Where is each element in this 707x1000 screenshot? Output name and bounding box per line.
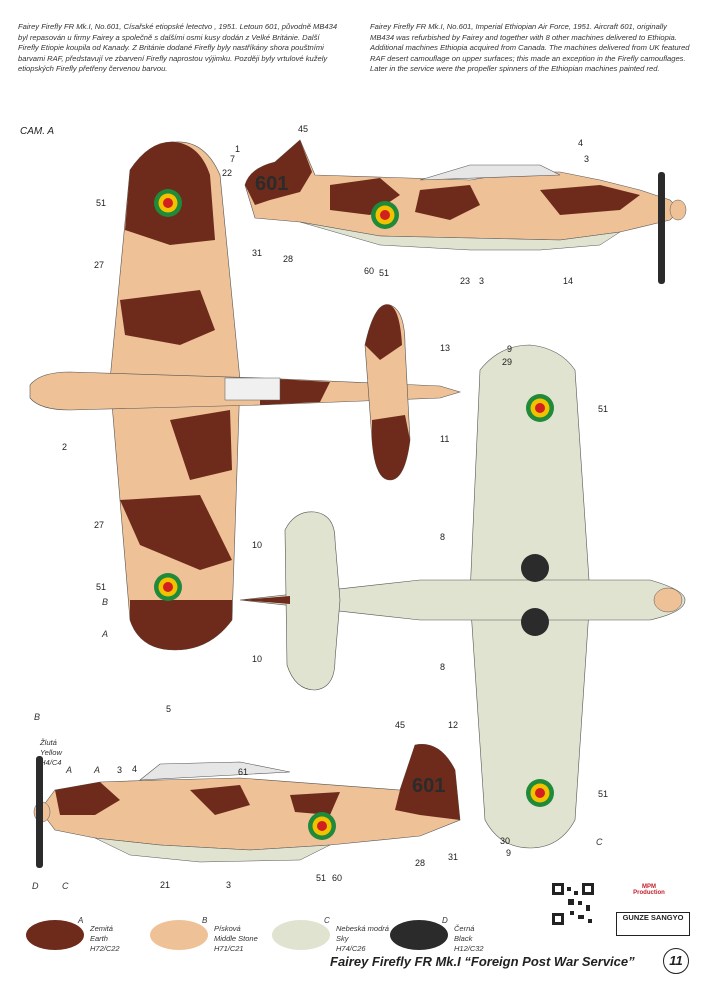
callout: C: [62, 881, 69, 891]
callout: 14: [563, 276, 573, 286]
callout: 61: [238, 767, 248, 777]
callout: 28: [283, 254, 293, 264]
callout: 3: [584, 154, 589, 164]
callout: D: [32, 881, 39, 891]
callout: 2: [62, 442, 67, 452]
callout: 3: [479, 276, 484, 286]
roundel-upper-wing-2: [154, 573, 182, 601]
callout: 29: [502, 357, 512, 367]
callout: 4: [132, 764, 137, 774]
camouflage-label: CAM. A: [20, 126, 55, 137]
callout: 8: [440, 532, 445, 542]
swatch-middle-stone: [150, 920, 208, 950]
roundel-top-side: [371, 201, 399, 229]
side-view-bottom: 601: [33, 743, 461, 868]
qr-code: [552, 883, 594, 925]
callout: 51: [598, 789, 608, 799]
callout: 45: [395, 720, 405, 730]
side-view-top: 601: [244, 139, 687, 284]
callout: A: [65, 765, 72, 775]
callout: 31: [252, 248, 262, 258]
callouts-bottom-side: B A A 3 4 5 61 45 12 21 3 51 60 28 31 D …: [32, 704, 458, 891]
callout: 60: [364, 266, 374, 276]
callouts-upper-plan: 51 27 2 27 51 B A 13 11: [62, 198, 450, 639]
callout: 9: [506, 848, 511, 858]
callout: 11: [440, 434, 449, 444]
callouts-lower-plan: 9 29 51 10 8 10 8 51 30 9 C: [252, 344, 608, 858]
callout: 21: [160, 880, 170, 890]
callout: 12: [448, 720, 458, 730]
callout: B: [102, 597, 108, 607]
callout: 23: [460, 276, 470, 286]
intro-text-english: Fairey Firefly FR Mk.I, No.601, Imperial…: [370, 22, 690, 73]
callout: 51: [598, 404, 608, 414]
callout: 22: [222, 168, 232, 178]
mpm-logo: MPM Production: [633, 884, 665, 896]
callout: A: [93, 765, 100, 775]
callout: A: [101, 629, 108, 639]
callout: 4: [578, 138, 583, 148]
callout: 9: [507, 344, 512, 354]
roundel-upper-wing-1: [154, 189, 182, 217]
callout: 1: [235, 144, 240, 154]
callout: 7: [230, 154, 235, 164]
yellow-color-note: Žlutá Yellow H4/C4: [40, 738, 62, 767]
serial-code-bottom: 601: [412, 775, 445, 797]
callout: 45: [298, 124, 308, 134]
swatch-earth: [26, 920, 84, 950]
page-number: 11: [663, 948, 689, 974]
callout: 27: [94, 260, 104, 270]
page-title: Fairey Firefly FR Mk.I “Foreign Post War…: [330, 954, 635, 969]
callout: 13: [440, 343, 450, 353]
callout: 10: [252, 540, 262, 550]
plan-view-upper: [29, 141, 462, 651]
swatch-black: [390, 920, 448, 950]
callout: 31: [448, 852, 458, 862]
callout: 10: [252, 654, 262, 664]
callouts-top-side: 45 1 7 22 4 3 31 28 60 51 23 3 14: [222, 124, 589, 286]
roundel-bottom-side: [308, 812, 336, 840]
roundel-lower-wing-1: [526, 394, 554, 422]
callout: C: [596, 837, 603, 847]
callout: 60: [332, 873, 342, 883]
serial-code-top: 601: [255, 173, 288, 195]
intro-text-czech: Fairey Firefly FR Mk.I, No.601, Císařské…: [18, 22, 338, 73]
callout: 27: [94, 520, 104, 530]
callout: 3: [117, 765, 122, 775]
callout: 30: [500, 836, 510, 846]
callout: 51: [379, 268, 389, 278]
callout: 8: [440, 662, 445, 672]
callout: 28: [415, 858, 425, 868]
callout: 3: [226, 880, 231, 890]
qr-code-graphic: [552, 883, 594, 925]
callout: 51: [96, 198, 106, 208]
gunze-sangyo-logo: GUNZE SANGYO: [616, 912, 690, 936]
swatch-sky: [272, 920, 330, 950]
plan-view-lower: [239, 344, 686, 849]
roundel-lower-wing-2: [526, 779, 554, 807]
callout: 51: [96, 582, 106, 592]
callout: 51: [316, 873, 326, 883]
callout: 5: [166, 704, 171, 714]
callout: B: [34, 712, 40, 722]
